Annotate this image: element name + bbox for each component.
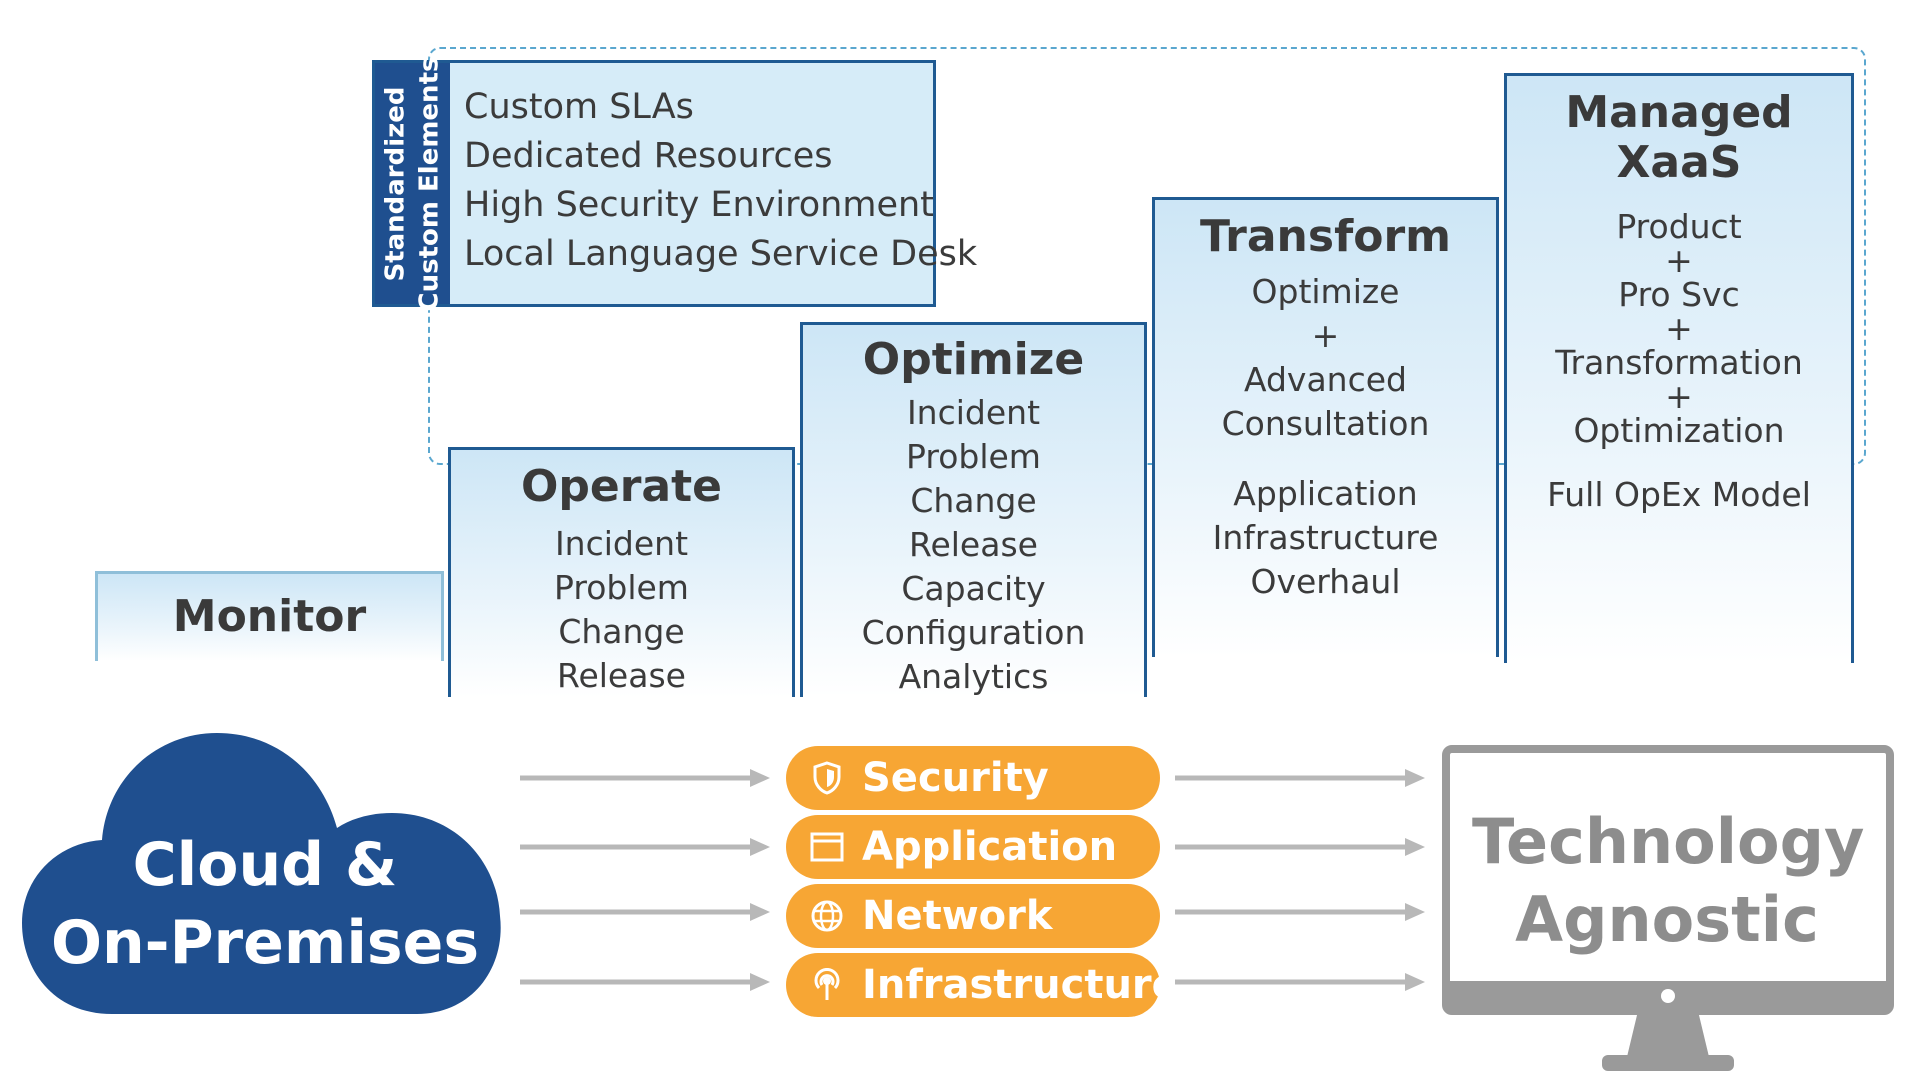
step-line: Problem <box>554 568 689 607</box>
step-line: Analytics <box>898 657 1049 696</box>
side-label-line2: Custom Elements <box>414 56 445 311</box>
cloud-label: Cloud & On-Premises <box>22 826 508 982</box>
step-line: Infrastructure <box>1212 518 1439 557</box>
globe-icon <box>810 899 844 933</box>
technology-agnostic-label: Technology Agnostic <box>1472 803 1865 959</box>
step-line: + <box>1665 309 1693 348</box>
step-lines: Incident Problem Change Release Capacity… <box>803 385 1144 699</box>
step-title: Managed XaaS <box>1565 87 1793 188</box>
arrow-right-icon <box>520 903 770 921</box>
step-title: Transform <box>1199 211 1451 262</box>
standardized-side-label: Standardized Custom Elements <box>375 56 450 311</box>
step-line: Change <box>558 612 685 651</box>
custom-element-item: Custom SLAs <box>464 87 694 127</box>
step-monitor: Monitor <box>95 571 444 661</box>
arrow-right-icon <box>520 769 770 787</box>
arrow-right-icon <box>1175 838 1425 856</box>
custom-element-item: Local Language Service Desk <box>464 234 978 274</box>
monitor-label-line2: Agnostic <box>1515 883 1819 956</box>
step-optimize: Optimize Incident Problem Change Release… <box>800 322 1147 697</box>
step-title: Monitor <box>172 591 367 642</box>
arrow-right-icon <box>520 838 770 856</box>
step-operate: Operate Incident Problem Change Release <box>448 447 795 697</box>
step-line: Release <box>557 656 686 695</box>
cloud-label-line2: On-Premises <box>50 908 480 978</box>
step-line: Overhaul <box>1250 562 1401 601</box>
monitor-label-line1: Technology <box>1472 805 1865 878</box>
step-line: Release <box>909 525 1038 564</box>
monitor-display: Technology Agnostic <box>1442 745 1894 1075</box>
step-line: + <box>1665 241 1693 280</box>
monitor-icon <box>1442 745 1894 1071</box>
step-line: Consultation <box>1221 404 1430 443</box>
pill-application: Application <box>786 815 1160 879</box>
step-lines: Product + Pro Svc + Transformation + Opt… <box>1507 188 1851 512</box>
custom-elements-list: Custom SLAs Dedicated Resources High Sec… <box>450 63 977 304</box>
step-transform: Transform Optimize + Advanced Consultati… <box>1152 197 1499 657</box>
cloud-label-line1: Cloud & <box>132 830 398 900</box>
standardized-custom-elements-box: Standardized Custom Elements Custom SLAs… <box>372 56 977 311</box>
cloud-icon <box>22 733 501 1014</box>
step-line: Full OpEx Model <box>1547 475 1811 514</box>
step-line: Problem <box>906 437 1041 476</box>
pill-label: Application <box>862 824 1118 870</box>
pill-label: Infrastructure <box>862 962 1179 1008</box>
step-line: Configuration <box>861 613 1086 652</box>
step-lines: Incident Problem Change Release <box>451 512 792 698</box>
step-line: + <box>1311 316 1340 355</box>
window-icon <box>810 830 844 864</box>
step-line: Optimize <box>1251 272 1400 311</box>
step-line: Application <box>1233 474 1418 513</box>
antenna-icon <box>810 968 844 1002</box>
pill-security: Security <box>786 746 1160 810</box>
step-line: Incident <box>906 393 1041 432</box>
step-line: Optimization <box>1573 411 1785 450</box>
arrow-right-icon <box>1175 903 1425 921</box>
custom-element-item: Dedicated Resources <box>464 136 833 176</box>
step-lines: Optimize + Advanced Consultation Applica… <box>1155 262 1496 604</box>
step-line: + <box>1665 377 1693 416</box>
pill-infrastructure: Infrastructure <box>786 953 1179 1017</box>
pill-label: Network <box>862 893 1053 939</box>
cloud-shape: Cloud & On-Premises <box>22 718 508 1014</box>
step-line: Product <box>1616 207 1742 246</box>
step-line: Incident <box>554 524 689 563</box>
step-line: Capacity <box>901 569 1046 608</box>
step-line: Advanced <box>1243 360 1407 399</box>
step-title: Operate <box>520 461 722 512</box>
step-managed-xaas: Managed XaaS Product + Pro Svc + Transfo… <box>1504 73 1854 663</box>
pill-label: Security <box>862 755 1049 801</box>
arrow-right-icon <box>1175 769 1425 787</box>
step-line: Change <box>910 481 1037 520</box>
pill-network: Network <box>786 884 1160 948</box>
step-title: Optimize <box>862 334 1085 385</box>
step-line: Pro Svc <box>1618 275 1740 314</box>
side-label-line1: Standardized <box>380 85 411 282</box>
arrow-right-icon <box>1175 973 1425 991</box>
custom-element-item: High Security Environment <box>464 185 934 225</box>
step-line: Transformation <box>1555 343 1803 382</box>
arrow-right-icon <box>520 973 770 991</box>
shield-icon <box>810 761 844 795</box>
